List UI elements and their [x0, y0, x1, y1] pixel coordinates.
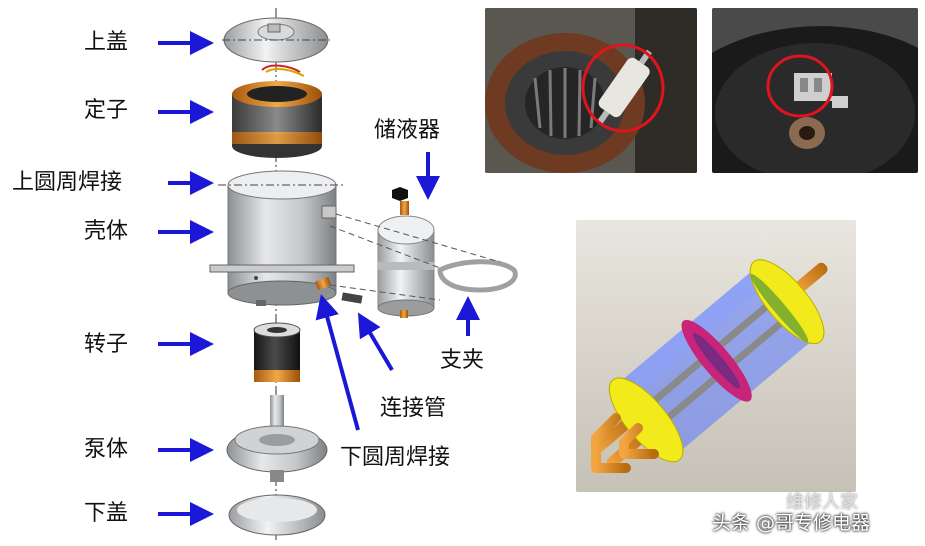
stator-part: [232, 81, 322, 158]
lower-cover-label: 下盖: [84, 501, 129, 526]
highlight-circle-1: [581, 43, 665, 133]
brand-watermark: 维修人家: [786, 492, 858, 513]
label-arrows: [158, 31, 480, 526]
upper-cover-label: 上盖: [84, 30, 129, 55]
connecting-pipe-label: 连接管: [380, 396, 447, 421]
stator-label: 定子: [84, 98, 129, 123]
shell-part: [209, 170, 355, 306]
upper-weld-label: 上圆周焊接: [12, 170, 123, 195]
accumulator-3d-render: [576, 220, 856, 492]
shell-label: 壳体: [84, 219, 129, 244]
rotor-label: 转子: [84, 332, 129, 357]
accumulator-label: 储液器: [374, 118, 441, 143]
accumulator-part: [377, 187, 435, 318]
bracket-part: [437, 259, 518, 293]
rotor-part: [253, 322, 301, 382]
lower-weld-label: 下圆周焊接: [340, 445, 451, 470]
connecting-pipe-part: [341, 292, 363, 304]
lower-cover-part: [228, 494, 326, 536]
stator-photo: [485, 8, 697, 173]
upper-cover-part: [222, 17, 330, 63]
shell-interior-photo: [712, 8, 918, 173]
pump-body-label: 泵体: [84, 437, 129, 462]
highlight-circle-2: [766, 54, 834, 118]
bracket-label: 支夹: [440, 348, 485, 373]
author-watermark: 头条 @哥专修电器: [712, 512, 871, 534]
pump-body-part: [226, 395, 328, 482]
